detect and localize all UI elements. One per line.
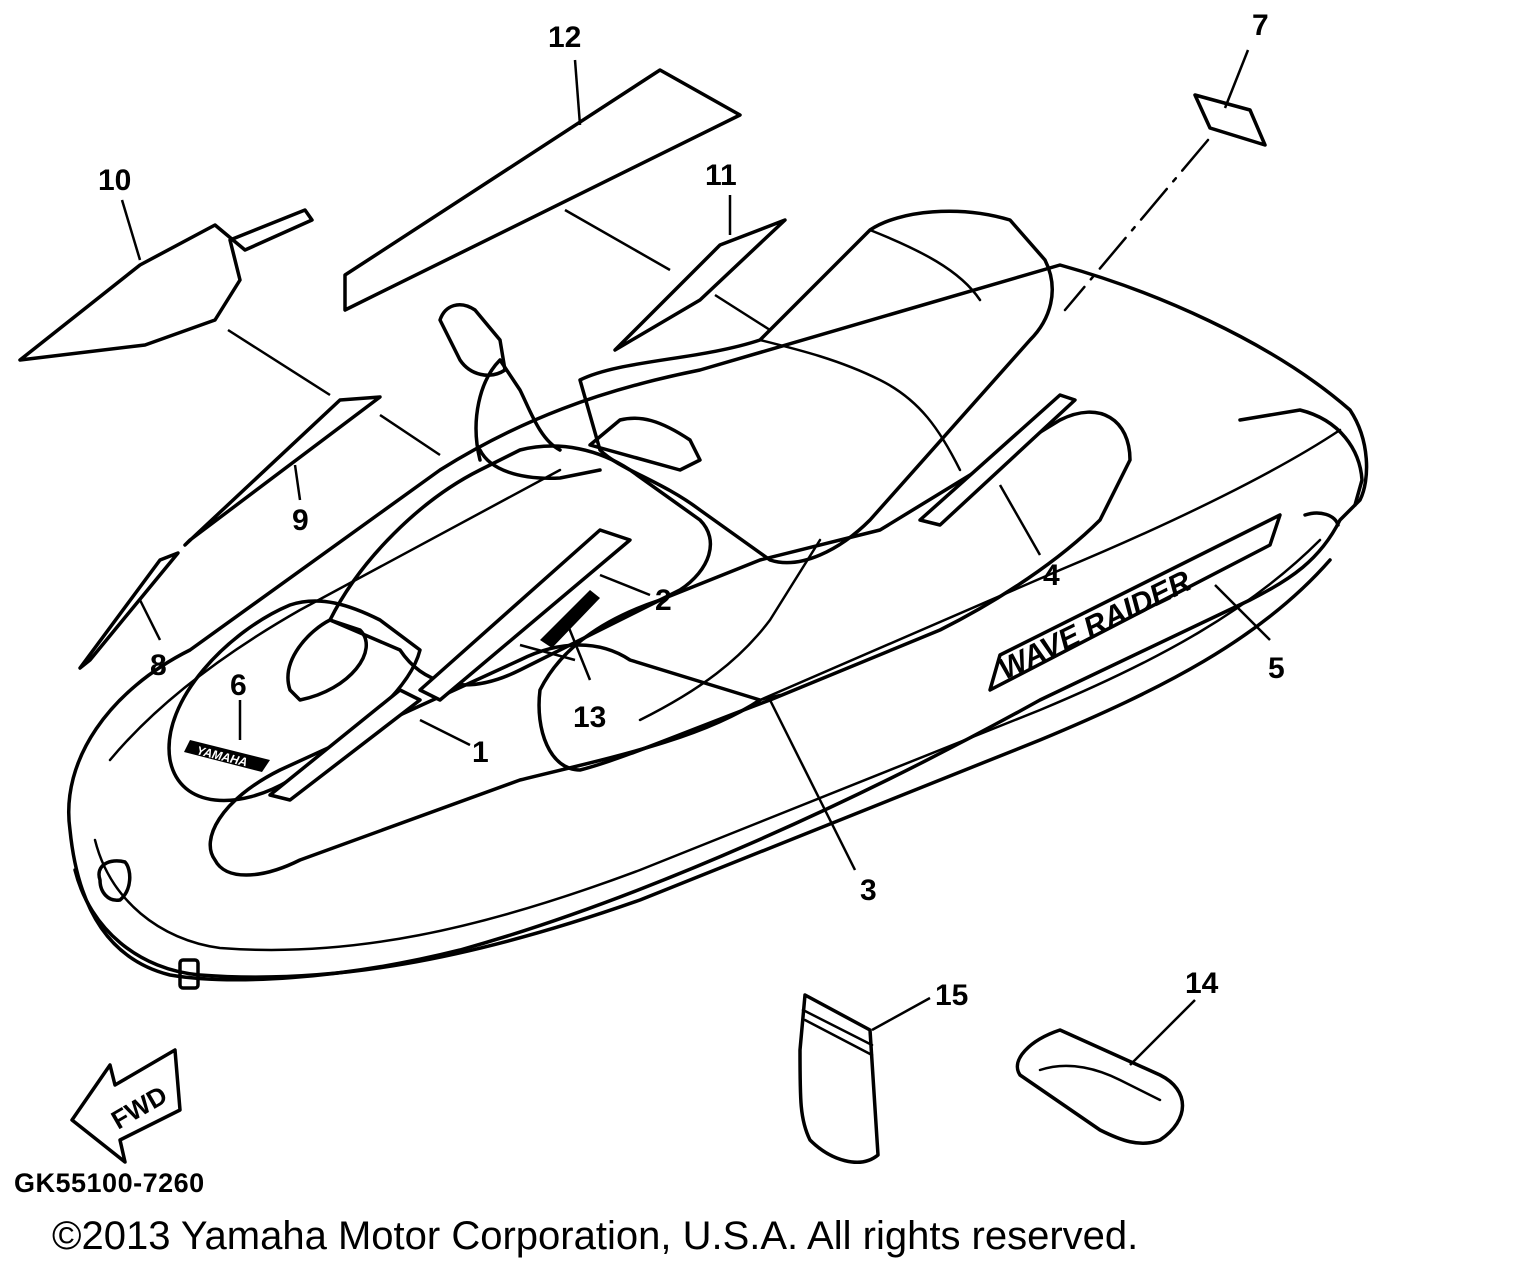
callout-4: 4 bbox=[1043, 559, 1060, 592]
decal-8 bbox=[78, 551, 180, 670]
watercraft-hull bbox=[67, 209, 1369, 990]
part-14 bbox=[1015, 1028, 1185, 1145]
callout-15: 15 bbox=[935, 979, 968, 1012]
guide-line-9 bbox=[379, 413, 441, 457]
decal-7 bbox=[1193, 93, 1267, 147]
callout-6: 6 bbox=[230, 669, 247, 702]
decal-11 bbox=[613, 218, 787, 352]
decal-1 bbox=[268, 688, 422, 802]
part-15 bbox=[798, 993, 880, 1164]
brand-decal-text: YAMAHA bbox=[195, 743, 249, 769]
callout-11: 11 bbox=[705, 159, 737, 192]
decal-13 bbox=[540, 590, 600, 648]
guide-line-11 bbox=[714, 293, 771, 332]
guide-line-10 bbox=[227, 328, 331, 397]
decal-4 bbox=[918, 393, 1077, 527]
callout-13: 13 bbox=[573, 701, 606, 734]
decal-6: YAMAHA bbox=[184, 740, 270, 772]
callout-7: 7 bbox=[1252, 9, 1269, 42]
callout-8: 8 bbox=[150, 649, 167, 682]
decal-exploded-diagram: YAMAHA WAVE RAIDER bbox=[18, 9, 1369, 1164]
callout-1: 1 bbox=[472, 736, 489, 769]
guide-line-12 bbox=[564, 208, 671, 272]
decal-2 bbox=[418, 528, 632, 702]
callout-9: 9 bbox=[292, 504, 309, 537]
diagram-part-code: GK55100-7260 bbox=[14, 1168, 205, 1198]
callout-10: 10 bbox=[98, 164, 131, 197]
callout-2: 2 bbox=[655, 584, 672, 617]
centre-line-7 bbox=[1063, 138, 1210, 312]
decal-9 bbox=[183, 395, 382, 547]
callout-5: 5 bbox=[1268, 652, 1285, 685]
callout-3: 3 bbox=[860, 874, 877, 907]
callout-14: 14 bbox=[1185, 967, 1219, 1000]
callout-12: 12 bbox=[548, 21, 581, 54]
decal-12 bbox=[343, 68, 742, 312]
decal-3 bbox=[758, 693, 782, 702]
fwd-label: FWD bbox=[106, 1080, 172, 1136]
fwd-arrow-decal: FWD bbox=[70, 1048, 182, 1164]
decal-10 bbox=[18, 208, 314, 362]
copyright-notice: ©2013 Yamaha Motor Corporation, U.S.A. A… bbox=[52, 1214, 1139, 1258]
